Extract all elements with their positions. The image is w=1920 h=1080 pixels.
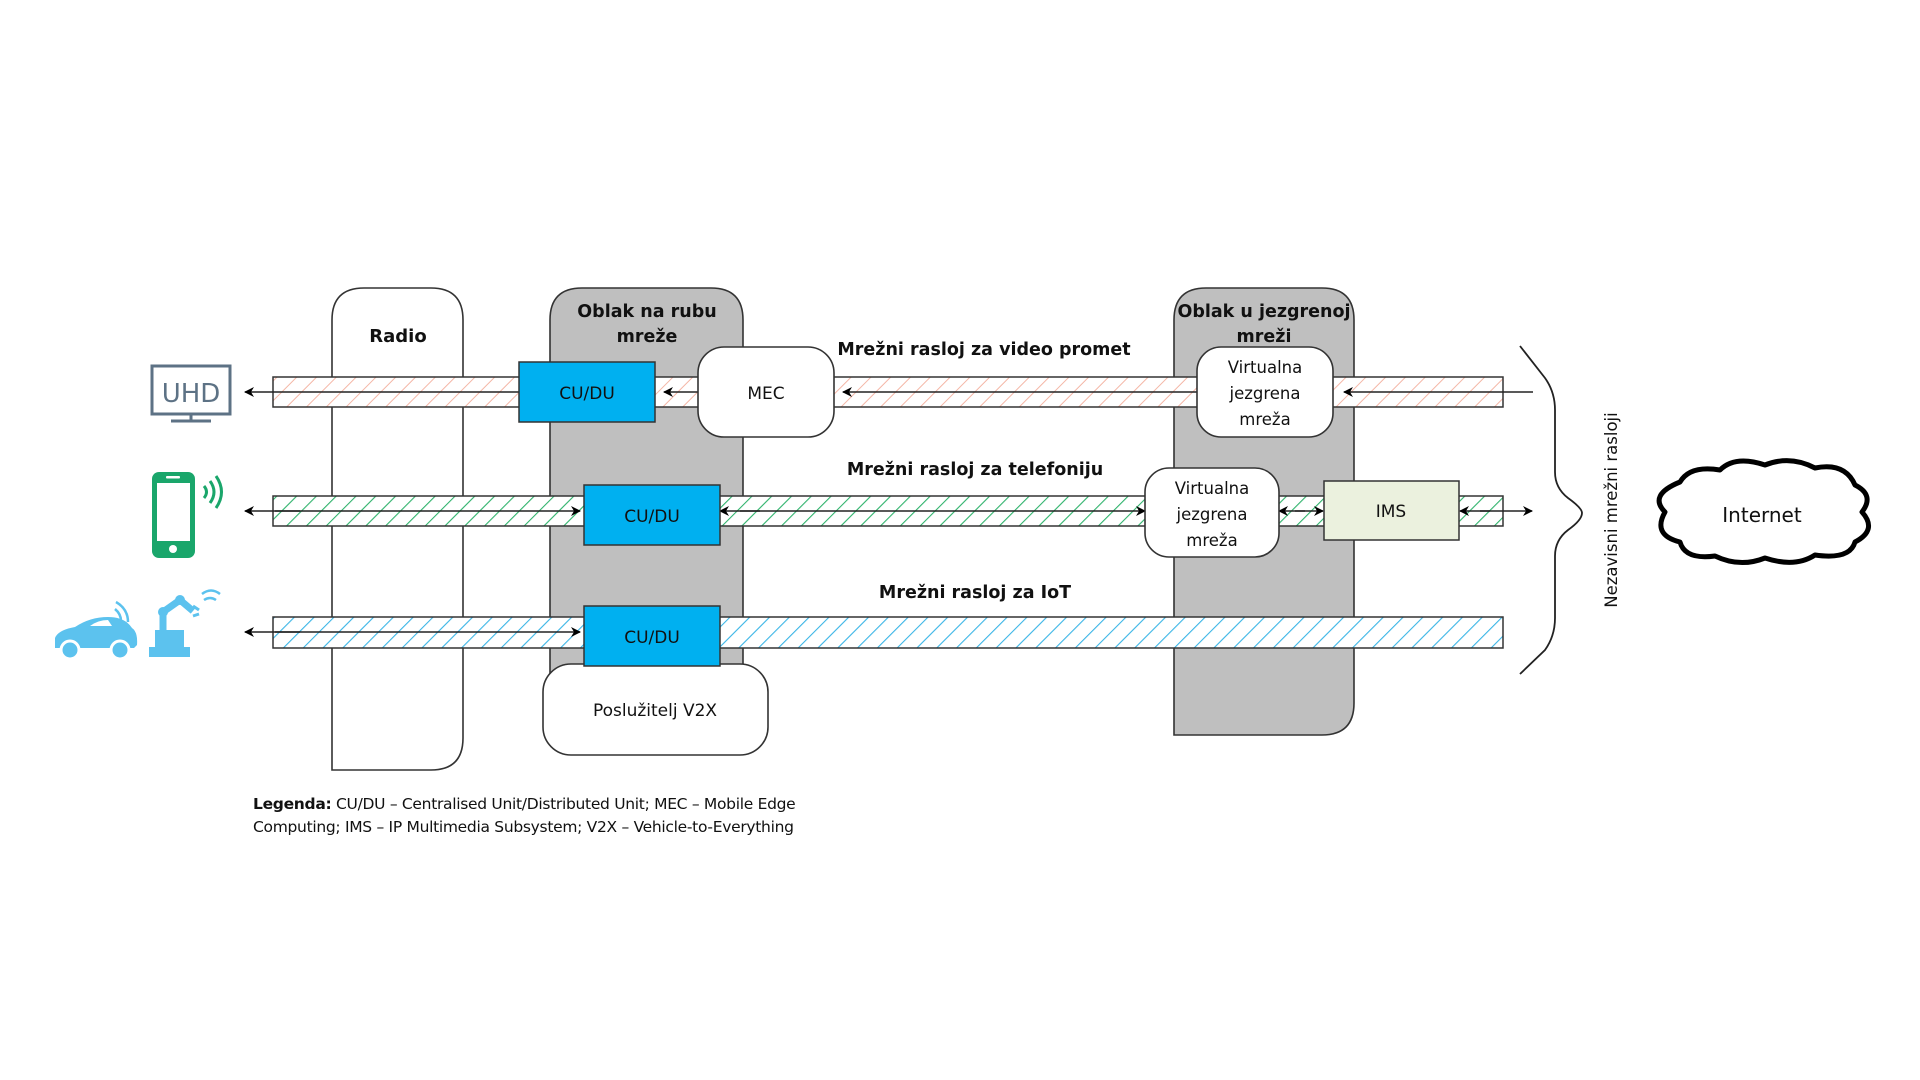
ims-node	[1323, 480, 1460, 541]
uhd-tv-label: UHD	[162, 379, 221, 409]
cu-du-node-telephony-label: CU/DU	[624, 507, 680, 527]
uhd-tv-icon: UHD	[150, 364, 232, 423]
slice-iot: Mrežni rasloj za IoT Poslužitelj V2X CU/…	[244, 583, 1504, 756]
core-cloud-label-line1: Oblak u jezgrenoj	[1177, 302, 1350, 322]
cu-du-node-video	[518, 361, 656, 423]
cu-du-node-video-label: CU/DU	[559, 384, 615, 404]
independent-slices-label: Nezavisni mrežni rasloji	[1602, 412, 1621, 607]
mec-node-label: MEC	[747, 384, 784, 404]
radio-column-label: Radio	[369, 326, 426, 347]
slice-iot-label: Mrežni rasloj za IoT	[879, 583, 1071, 603]
internet-label: Internet	[1722, 503, 1802, 527]
smartphone-icon	[152, 472, 223, 558]
brace-icon	[1519, 345, 1583, 675]
v2x-server-label: Poslužitelj V2X	[593, 701, 717, 721]
virtual-core-telephony-line3: mreža	[1186, 531, 1237, 550]
virtual-core-telephony-line1: Virtualna	[1175, 479, 1249, 498]
virtual-core-node-video	[1196, 346, 1334, 438]
core-cloud-label-line2: mreži	[1237, 327, 1292, 347]
legend: Legenda: CU/DU – Centralised Unit/Distri…	[253, 793, 873, 839]
edge-cloud-label-line2: mreže	[617, 327, 678, 347]
mec-node	[697, 346, 835, 438]
internet-cloud-icon: Internet	[1656, 458, 1872, 565]
slice-telephony: Mrežni rasloj za telefoniju CU/DU Virtua…	[244, 460, 1533, 558]
legend-text: CU/DU – Centralised Unit/Distributed Uni…	[253, 795, 796, 836]
slice-video: Mrežni rasloj za video promet CU/DU MEC …	[244, 340, 1533, 438]
car-icon	[55, 600, 138, 661]
slice-telephony-label: Mrežni rasloj za telefoniju	[847, 460, 1103, 480]
virtual-core-video-line1: Virtualna	[1228, 358, 1302, 377]
cu-du-node-telephony	[583, 484, 721, 546]
slice-video-label: Mrežni rasloj za video promet	[837, 340, 1130, 360]
car-and-robot-icon	[55, 589, 221, 661]
virtual-core-video-line3: mreža	[1239, 410, 1290, 429]
virtual-core-telephony-line2: jezgrena	[1175, 505, 1247, 524]
cu-du-node-iot-label: CU/DU	[624, 628, 680, 648]
virtual-core-node-telephony	[1144, 467, 1280, 558]
edge-cloud-label-line1: Oblak na rubu	[577, 302, 716, 322]
cu-du-node-iot	[583, 605, 721, 667]
virtual-core-video-line2: jezgrena	[1228, 384, 1300, 403]
legend-title: Legenda:	[253, 795, 332, 813]
radio-column: Radio	[331, 287, 464, 771]
robot-arm-icon	[149, 589, 221, 657]
ims-node-label: IMS	[1376, 502, 1406, 522]
